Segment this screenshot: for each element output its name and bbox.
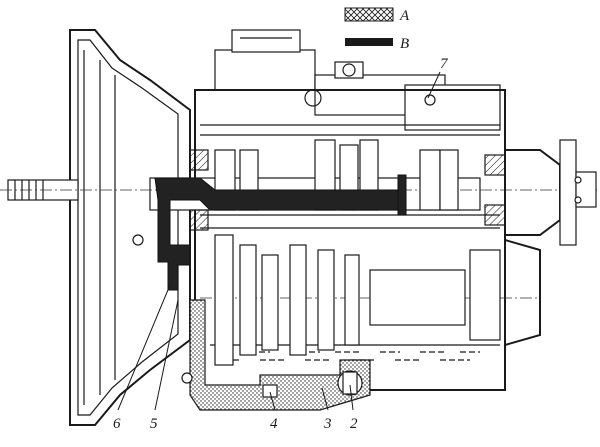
legend-swatch-b — [345, 38, 393, 46]
countershaft — [200, 234, 540, 366]
callout-7: 7 — [440, 56, 449, 72]
leader-lines — [117, 71, 441, 411]
oil-feed-channel — [154, 174, 407, 291]
legend: A B — [344, 7, 410, 52]
callout-2: 2 — [350, 416, 358, 432]
callout-3: 3 — [323, 416, 332, 432]
callout-5: 5 — [150, 416, 158, 432]
output-flange — [504, 139, 597, 346]
callout-4: 4 — [270, 416, 278, 432]
callout-labels: 7 2 3 4 5 6 — [113, 56, 449, 432]
shift-cover — [214, 29, 501, 131]
oil-pump-housing — [181, 299, 371, 411]
legend-swatch-a — [344, 7, 394, 22]
callout-6: 6 — [113, 416, 121, 432]
legend-label-b: B — [400, 36, 409, 52]
legend-label-a: A — [399, 8, 410, 24]
gearbox-case — [194, 89, 506, 391]
